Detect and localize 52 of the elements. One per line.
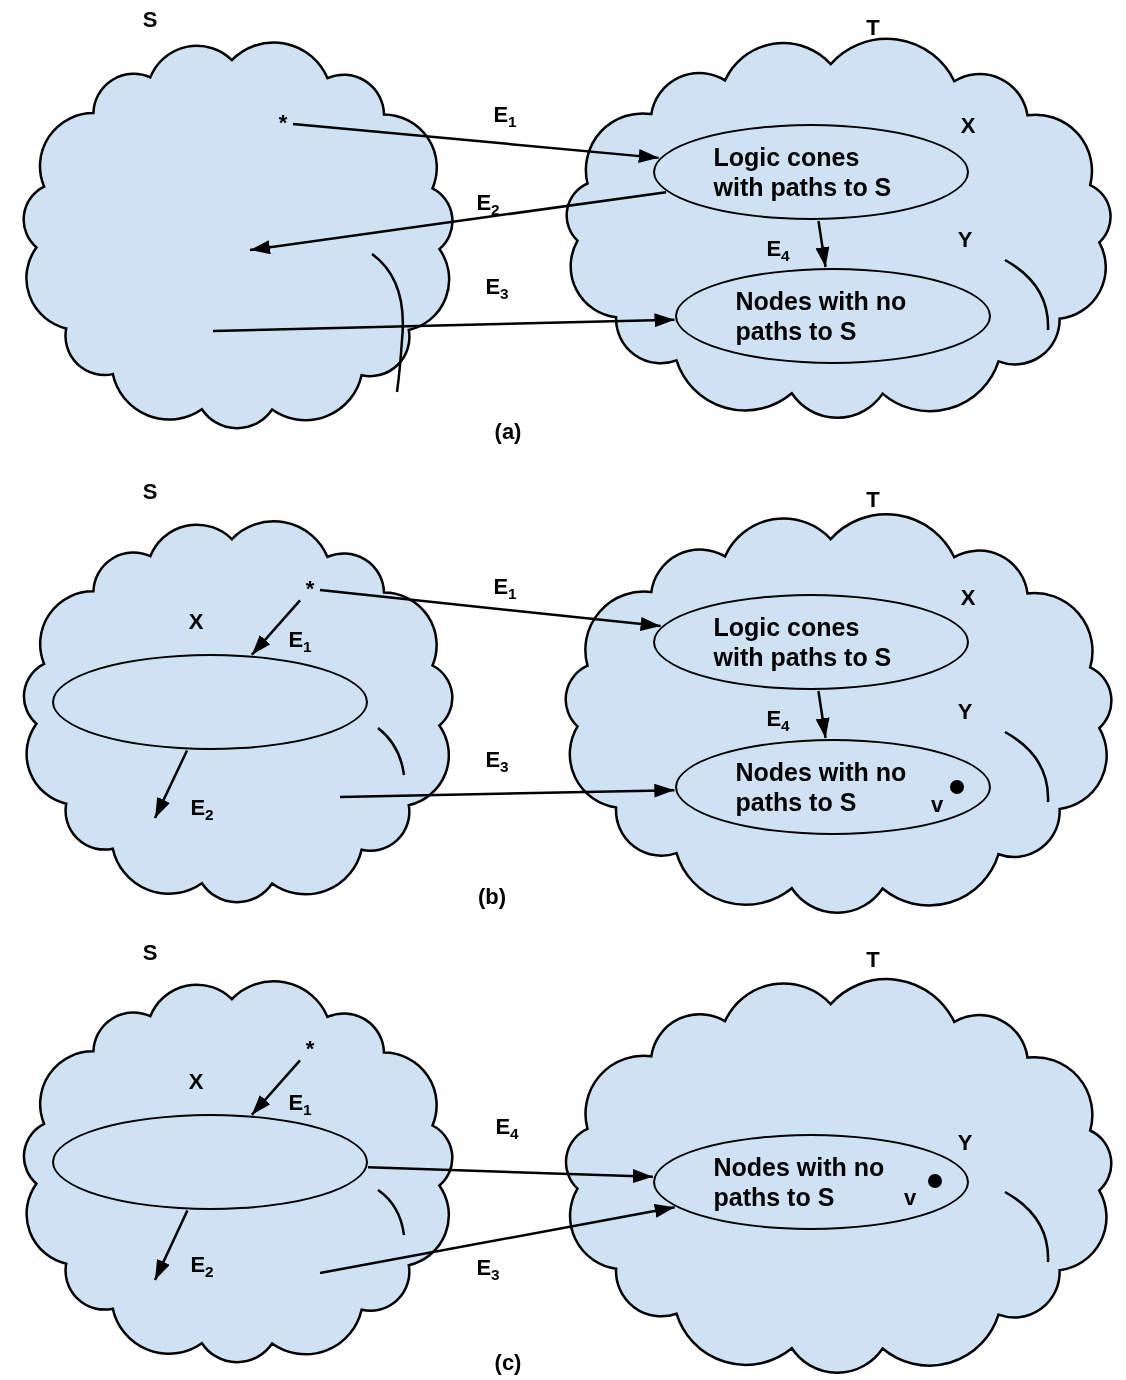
cloud-label: T [866, 949, 880, 971]
arrow [153, 749, 189, 819]
start-label: * [301, 1038, 319, 1060]
panel-caption: (c) [494, 1352, 522, 1374]
region-label: X [960, 115, 976, 137]
node-label: Nodes with no paths to S [735, 757, 908, 817]
edge-label: E$_{4}$ [766, 238, 790, 260]
edge-label: E$_{1}$ [288, 629, 312, 651]
arrow [250, 599, 301, 656]
region-label: Y [957, 229, 973, 251]
vertex-label: v [903, 1187, 917, 1209]
panel-caption: (b) [477, 886, 507, 908]
node-label: Nodes with no paths to S [735, 286, 908, 346]
arrow [319, 1204, 675, 1275]
edge-label: E$_{3}$ [485, 749, 509, 771]
arrow [339, 783, 675, 799]
cloud-label: T [866, 489, 880, 511]
region-label: X [188, 611, 204, 633]
arrow [250, 1059, 301, 1116]
edge-label: E$_{2}$ [476, 192, 500, 214]
region-label: Y [957, 1132, 973, 1154]
node-label: Logic cones with paths to S [713, 612, 893, 672]
cloud-label: T [866, 17, 880, 39]
arrow [368, 1166, 653, 1184]
cloud-label: S [142, 942, 158, 964]
edge-label: E$_{1}$ [493, 576, 517, 598]
cloud-label: S [142, 9, 158, 31]
edge-label: E$_{3}$ [485, 276, 509, 298]
edge-label: E$_{4}$ [495, 1116, 519, 1138]
arrow [153, 1209, 189, 1281]
arrow [319, 588, 661, 631]
arrow [815, 220, 830, 268]
panel-caption: (a) [494, 421, 522, 443]
start-label: * [274, 112, 292, 134]
arrow [212, 313, 675, 333]
node-label: Nodes with no paths to S [713, 1152, 886, 1212]
edge-label: E$_{4}$ [766, 708, 790, 730]
edge-label: E$_{1}$ [493, 104, 517, 126]
cloud-label: S [142, 481, 158, 503]
vertex-label: v [930, 794, 944, 816]
edge-label: E$_{1}$ [288, 1092, 312, 1114]
node-label: Logic cones with paths to S [713, 142, 893, 202]
start-label: * [301, 578, 319, 600]
arrow [815, 690, 830, 739]
arrow [292, 122, 659, 163]
region-label: X [960, 587, 976, 609]
edge-label: E$_{2}$ [190, 797, 214, 819]
region-label: X [188, 1071, 204, 1093]
edge-label: E$_{2}$ [190, 1254, 214, 1276]
arrow [249, 190, 667, 255]
edge-label: E$_{3}$ [476, 1257, 500, 1279]
region-label: Y [957, 701, 973, 723]
